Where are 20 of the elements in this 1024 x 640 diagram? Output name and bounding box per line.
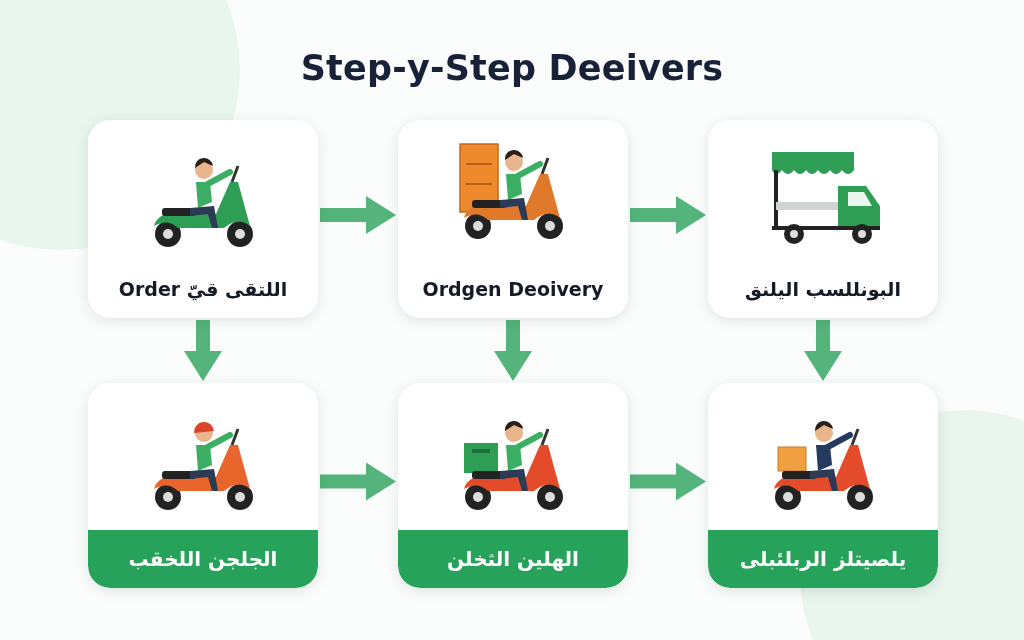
step-label: البونللسب اليلنق <box>744 278 902 300</box>
arrow <box>804 320 842 381</box>
arrow <box>184 320 222 381</box>
arrow <box>494 320 532 381</box>
diagram-title: Step-y-Step Deeivers <box>299 48 725 88</box>
arrow <box>630 196 706 234</box>
step-card <box>708 383 938 588</box>
step-label: الهلين الثخلن <box>398 530 628 588</box>
step-label: Ordgen Deoivery <box>422 278 604 300</box>
step-label: الجلجن اللخقب <box>88 530 318 588</box>
arrow <box>320 196 396 234</box>
step-label: اللتقى قيّ Order <box>118 278 288 300</box>
step-card <box>708 120 938 318</box>
step-card <box>88 120 318 318</box>
arrow <box>320 462 396 501</box>
step-card <box>88 383 318 588</box>
step-card <box>398 383 628 588</box>
step-label: يلصيتلز الربلئبلى <box>708 530 938 588</box>
arrow <box>630 462 706 501</box>
step-card <box>398 120 628 318</box>
